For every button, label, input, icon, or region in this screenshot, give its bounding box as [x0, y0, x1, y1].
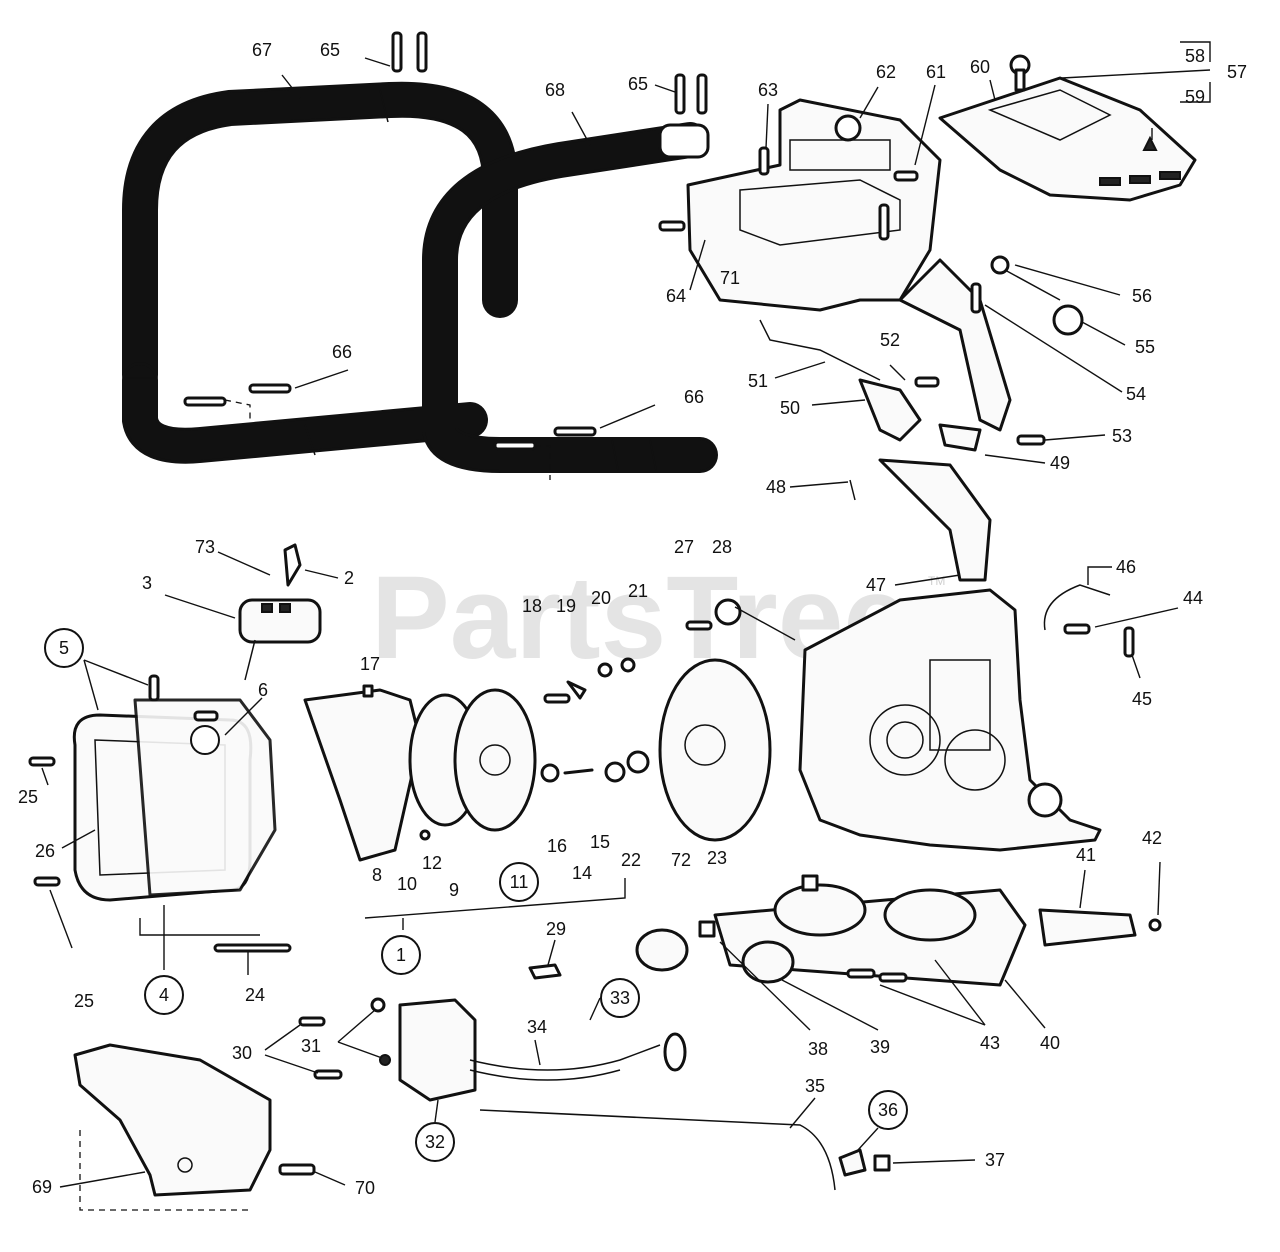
label-27: 27 [674, 537, 694, 557]
crankcase [798, 584, 1135, 852]
label-25: 25 [18, 787, 38, 807]
label-21: 21 [628, 581, 648, 601]
label-73: 73 [195, 537, 215, 557]
label-28: 28 [712, 537, 732, 557]
label-20: 20 [591, 588, 611, 608]
clutch-assembly [303, 598, 772, 862]
label-2: 2 [344, 568, 354, 588]
ignition-assembly [298, 963, 891, 1191]
starter-housing [28, 674, 277, 902]
label-71: 71 [720, 268, 740, 288]
chain-guard-69 [73, 943, 316, 1211]
rear-handle-68 [422, 122, 718, 473]
screws-66 [183, 383, 597, 480]
label-16: 16 [547, 836, 567, 856]
label-23: 23 [707, 848, 727, 868]
label-36: 36 [878, 1100, 898, 1120]
label-9: 9 [449, 880, 459, 900]
watermark-tm: TM [928, 574, 945, 588]
label-63: 63 [758, 80, 778, 100]
label-17: 17 [360, 654, 380, 674]
label-51: 51 [748, 371, 768, 391]
label-58: 58 [1185, 46, 1205, 66]
label-12: 12 [422, 853, 442, 873]
leader-lines [41, 57, 1179, 1188]
part-labels: 67 65 68 65 63 62 61 60 58 57 59 64 71 5… [18, 40, 1247, 1198]
label-66: 66 [332, 342, 352, 362]
throttle-linkage [759, 255, 1084, 582]
label-40: 40 [1040, 1033, 1060, 1053]
label-64: 64 [666, 286, 686, 306]
label-10: 10 [397, 874, 417, 894]
label-14: 14 [572, 863, 592, 883]
top-cover-60 [938, 54, 1197, 202]
label-1: 1 [396, 945, 406, 965]
label-49: 49 [1050, 453, 1070, 473]
label-38: 38 [808, 1039, 828, 1059]
label-72: 72 [671, 850, 691, 870]
label-45: 45 [1132, 689, 1152, 709]
label-52: 52 [880, 330, 900, 350]
label-8: 8 [372, 865, 382, 885]
muffler-assembly [635, 874, 1162, 987]
label-25b: 25 [74, 991, 94, 1011]
label-67: 67 [252, 40, 272, 60]
label-59: 59 [1185, 87, 1205, 107]
label-70: 70 [355, 1178, 375, 1198]
label-50: 50 [780, 398, 800, 418]
label-57: 57 [1227, 62, 1247, 82]
label-32: 32 [425, 1132, 445, 1152]
starter-handle-3 [238, 543, 322, 681]
label-43: 43 [980, 1033, 1000, 1053]
label-56: 56 [1132, 286, 1152, 306]
label-65: 65 [320, 40, 340, 60]
label-30: 30 [232, 1043, 252, 1063]
label-18: 18 [522, 596, 542, 616]
bracket-lines [139, 41, 1211, 936]
label-61: 61 [926, 62, 946, 82]
label-4: 4 [159, 985, 169, 1005]
label-6: 6 [258, 680, 268, 700]
label-41: 41 [1076, 845, 1096, 865]
label-55: 55 [1135, 337, 1155, 357]
label-47: 47 [866, 575, 886, 595]
label-62: 62 [876, 62, 896, 82]
label-35: 35 [805, 1076, 825, 1096]
screws-65 [391, 31, 708, 115]
label-37: 37 [985, 1150, 1005, 1170]
label-60: 60 [970, 57, 990, 77]
label-5: 5 [59, 638, 69, 658]
label-24: 24 [245, 985, 265, 1005]
label-44: 44 [1183, 588, 1203, 608]
label-68: 68 [545, 80, 565, 100]
label-54: 54 [1126, 384, 1146, 404]
label-34: 34 [527, 1017, 547, 1037]
label-66b: 66 [684, 387, 704, 407]
label-15: 15 [590, 832, 610, 852]
label-3: 3 [142, 573, 152, 593]
label-65b: 65 [628, 74, 648, 94]
label-26: 26 [35, 841, 55, 861]
label-46: 46 [1116, 557, 1136, 577]
label-31: 31 [301, 1036, 321, 1056]
label-48: 48 [766, 477, 786, 497]
label-22: 22 [621, 850, 641, 870]
label-69: 69 [32, 1177, 52, 1197]
label-11: 11 [510, 872, 529, 892]
front-handle-67 [122, 81, 518, 464]
label-39: 39 [870, 1037, 890, 1057]
rear-handle-housing [658, 98, 1012, 432]
label-42: 42 [1142, 828, 1162, 848]
label-circles [44, 628, 908, 1162]
label-33: 33 [610, 988, 630, 1008]
label-29: 29 [546, 919, 566, 939]
label-53: 53 [1112, 426, 1132, 446]
label-19: 19 [556, 596, 576, 616]
